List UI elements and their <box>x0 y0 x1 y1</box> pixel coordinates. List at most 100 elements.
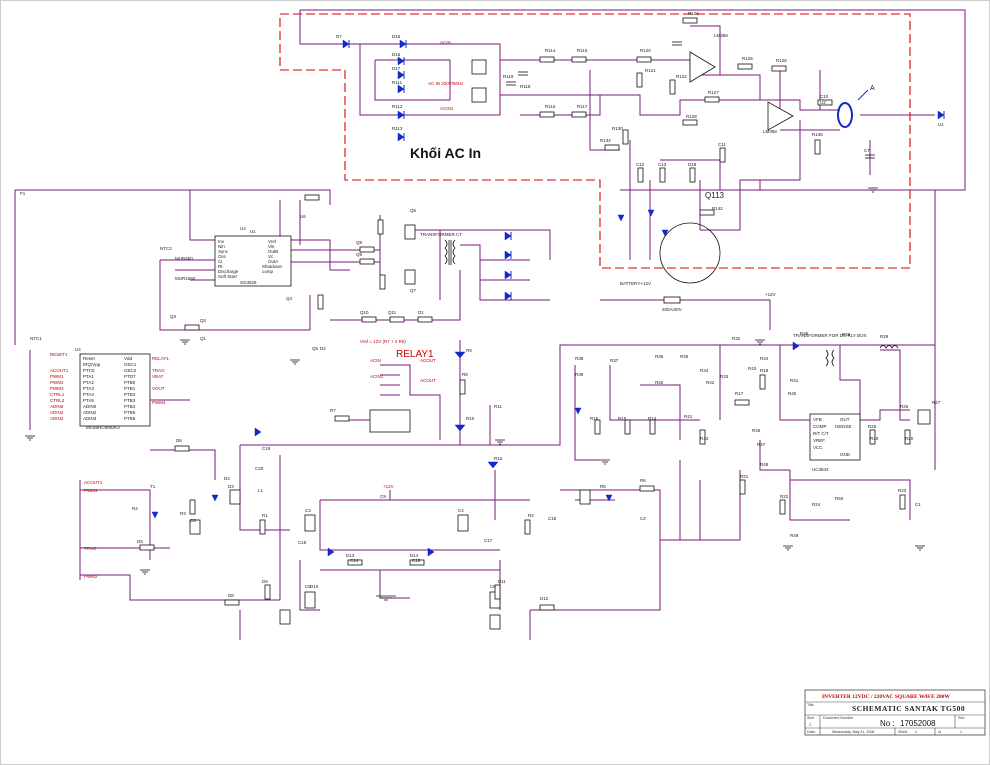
svg-text:ACOUT1: ACOUT1 <box>84 480 103 485</box>
svg-text:PTB4: PTB4 <box>124 404 136 409</box>
doc-prefix: No : <box>880 719 895 728</box>
svg-text:ACOUT: ACOUT <box>420 358 436 363</box>
component-designator: R11 <box>494 404 502 409</box>
zener-diode <box>454 424 466 432</box>
component-designator: R26 <box>900 404 909 409</box>
component-designator: R43 <box>748 366 757 371</box>
dcdc-diode <box>792 341 800 351</box>
opamp-part-label-2: LM358 <box>763 129 777 134</box>
title-main: SCHEMATIC SANTAK TG500 <box>852 704 965 713</box>
driver-diodes <box>151 427 613 557</box>
component-designator: D16 <box>392 52 401 57</box>
svg-text:Vc: Vc <box>268 254 274 259</box>
component-designator: R49 <box>790 533 799 538</box>
supply-diode <box>487 461 499 469</box>
ac-resistors <box>539 17 833 216</box>
svg-text:PTB1: PTB1 <box>124 386 136 391</box>
component-designator: R130 <box>612 126 623 131</box>
svg-text:Discharge: Discharge <box>218 269 239 274</box>
component-designator: R15 <box>618 416 627 421</box>
point-a-label: A <box>870 85 875 92</box>
component-designator: R117 <box>577 104 588 109</box>
svg-text:PTA4: PTA4 <box>83 392 94 397</box>
component-designator: R7 <box>330 408 336 413</box>
component-designator: R20 <box>905 436 914 441</box>
component-designator: U6 <box>300 214 306 219</box>
svg-text:OSC2: OSC2 <box>124 368 137 373</box>
svg-text:PTA2: PTA2 <box>83 380 94 385</box>
relay-diode <box>454 351 466 359</box>
relay-contact-1 <box>471 59 487 75</box>
component-designator: R135 <box>812 132 823 137</box>
svg-text:Shutdown: Shutdown <box>262 264 283 269</box>
component-designator: R119 <box>503 74 514 79</box>
svg-text:Ct: Ct <box>218 259 223 264</box>
svg-text:PTB2: PTB2 <box>124 392 136 397</box>
component-designator: R50 <box>835 496 844 501</box>
component-designator: R48 <box>760 462 769 467</box>
component-designator: D1 <box>418 310 424 315</box>
component-designator: Q6 <box>410 208 417 213</box>
svg-text:IRQ/Vpp: IRQ/Vpp <box>83 362 101 367</box>
component-designator: D7 <box>336 34 342 39</box>
component-designator: R5 <box>600 484 606 489</box>
svg-text:PTA3: PTA3 <box>83 386 94 391</box>
date-value: Wednesday, May 21, 2008 <box>832 730 874 734</box>
component-designator: D12 <box>540 596 549 601</box>
svg-text:VOUT: VOUT <box>152 386 165 391</box>
transformer-note: TRANSFORMER CT <box>420 232 462 237</box>
u1-pin-labels-left: Inv Nin Sync Osc Ct Rt Discharge Soft St… <box>218 239 239 279</box>
svg-text:PWM1: PWM1 <box>50 374 64 379</box>
component-designator: C9 <box>380 494 386 499</box>
u1-part: SG3525 <box>240 280 257 285</box>
component-designator: R10 <box>466 416 475 421</box>
component-designator: R41 <box>684 414 693 419</box>
component-designator: R47 <box>757 442 766 447</box>
component-designator: D8 <box>228 593 234 598</box>
component-designator: C15 <box>412 558 421 563</box>
component-designator: R123 <box>688 11 699 16</box>
component-designator: R4 <box>132 506 138 511</box>
dcdc-mosfet <box>917 409 931 425</box>
svg-text:CTRL2: CTRL2 <box>50 398 65 403</box>
inductor-l1 <box>879 345 899 349</box>
svg-text:ACIN1: ACIN1 <box>370 374 384 379</box>
svg-text:ADIN2: ADIN2 <box>83 410 97 415</box>
component-designator: Q11 <box>388 310 397 315</box>
svg-text:PWM2: PWM2 <box>84 574 98 579</box>
component-designator: C5 <box>305 584 311 589</box>
driver-wiring <box>79 445 661 640</box>
component-designator: R40 <box>655 380 664 385</box>
component-designator: Q8 <box>356 240 363 245</box>
component-designator: C10 <box>820 94 829 99</box>
component-designator: C14 <box>350 558 359 563</box>
component-designator: R42 <box>706 380 715 385</box>
vref-note: Vref = 12V (R7 + 2 R5) <box>360 339 406 344</box>
component-designator: R112 <box>392 104 403 109</box>
ground-symbols <box>25 187 925 601</box>
u1-name: U1 <box>250 229 256 234</box>
ac-capacitors <box>506 41 875 159</box>
component-designator: R114 <box>545 48 556 53</box>
svg-text:ACIN: ACIN <box>440 40 451 45</box>
component-designator: R35 <box>680 354 689 359</box>
component-designator: MUR460 <box>175 256 193 261</box>
component-designator: R44 <box>760 356 769 361</box>
docnum-label: Document Number <box>823 716 854 720</box>
component-designator: C3 <box>305 508 311 513</box>
ac-diodes <box>342 39 945 142</box>
u4-chip <box>79 353 151 427</box>
component-designator: R31 <box>790 378 799 383</box>
svg-text:OSC1: OSC1 <box>124 362 137 367</box>
component-designator: F1 <box>20 191 26 196</box>
of-value: 1 <box>960 730 962 734</box>
svg-text:PTA5: PTA5 <box>83 398 94 403</box>
sheet-label: Sheet <box>898 730 907 734</box>
component-designator: R120 <box>640 48 651 53</box>
component-designator: MUR1560 <box>175 276 196 281</box>
component-designator: Q7 <box>410 288 417 293</box>
component-designator: U1 <box>938 122 944 127</box>
u6-chip <box>809 413 861 461</box>
led-3 <box>661 229 669 237</box>
